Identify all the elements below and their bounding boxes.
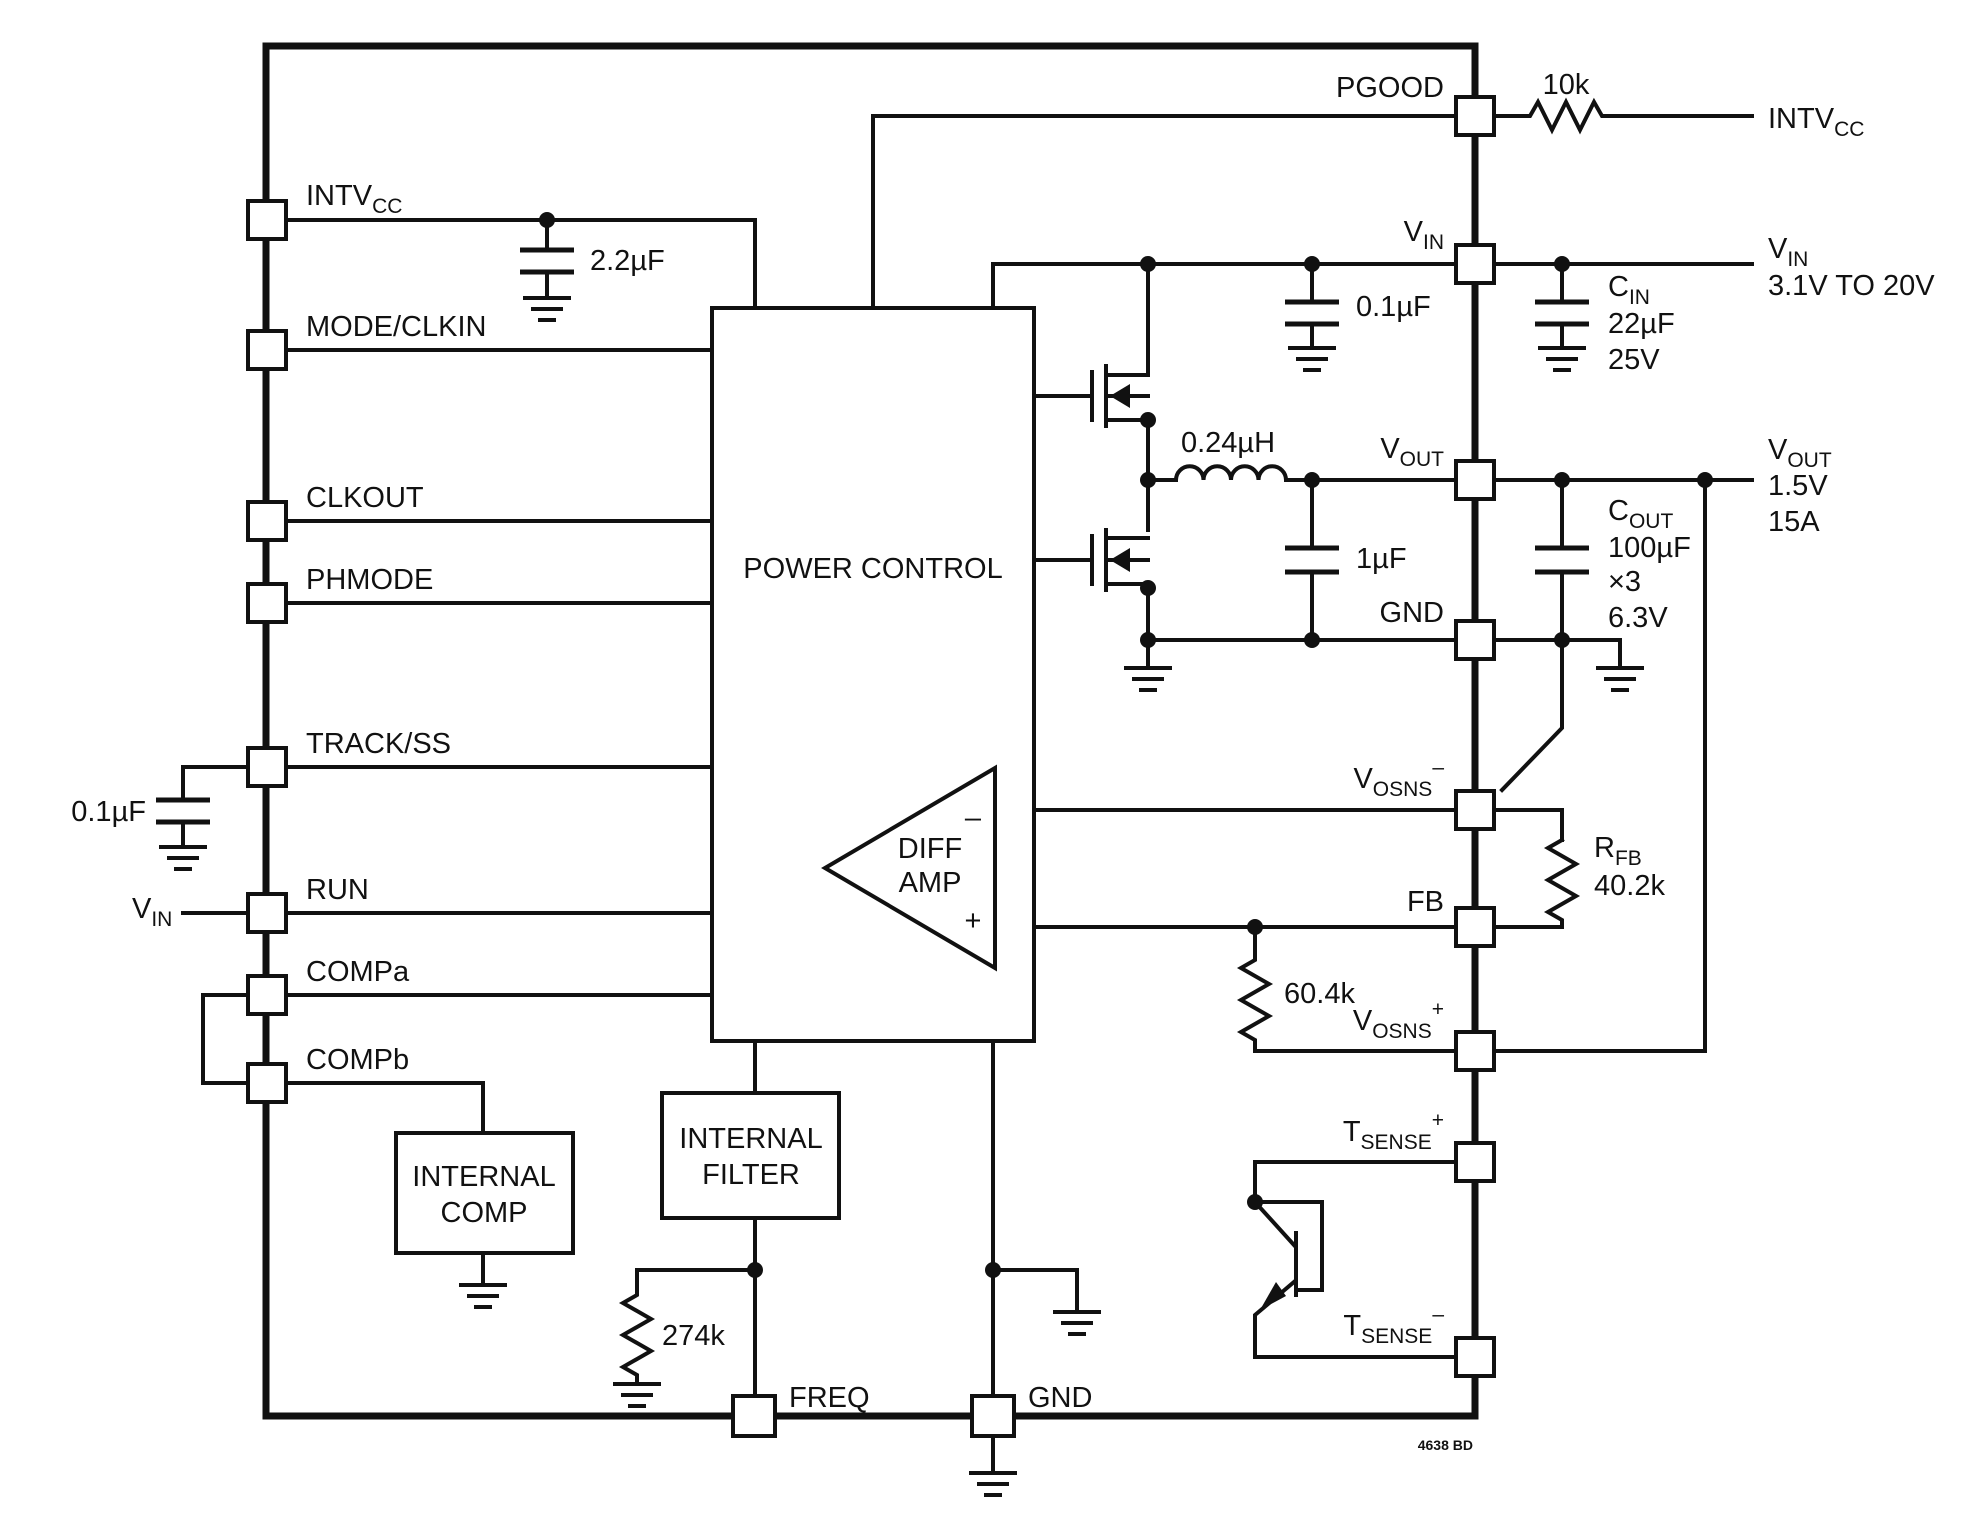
internal-comp-block [394, 1131, 575, 1255]
pin-label-clkout: CLKOUT [306, 482, 424, 514]
label-r-604: 60.4k [1284, 978, 1355, 1010]
diff-amp-plus: + [965, 905, 982, 937]
label-c-intvcc: 2.2µF [590, 245, 665, 277]
ground-icon [1538, 346, 1586, 372]
ext-label-vout-voltage: 1.5V [1768, 470, 1828, 502]
pin-label-gnd-right: GND [1380, 597, 1444, 629]
label-c-in-voltage: 25V [1608, 344, 1660, 376]
label-inductor: 0.24µH [1181, 427, 1275, 459]
pin-label-fb: FB [1407, 886, 1444, 918]
ground-icon [1596, 666, 1644, 692]
capacitors [156, 247, 1589, 825]
ext-label-run-vin: VIN [132, 893, 172, 931]
pin-label-vosns-minus: VOSNS– [1353, 756, 1444, 801]
internal-filter-label-2: FILTER [702, 1159, 800, 1191]
tsense-transistor-icon [1260, 1231, 1298, 1310]
pin-label-intvcc: INTVCC [306, 180, 402, 218]
label-c-out-count: ×3 [1608, 566, 1641, 598]
pin-label-vin: VIN [1404, 216, 1444, 254]
label-c-in-value: 22µF [1608, 308, 1675, 340]
pin-label-phmode: PHMODE [306, 564, 433, 596]
pin-label-tsense-plus: TSENSE+ [1343, 1109, 1444, 1154]
diff-amp-triangle [821, 764, 997, 972]
ground-icon [523, 296, 571, 322]
pin-label-vosns-plus: VOSNS+ [1353, 998, 1444, 1043]
internal-filter-label-1: INTERNAL [679, 1123, 822, 1155]
label-r-pgood: 10k [1543, 69, 1590, 101]
ground-icon [1053, 1310, 1101, 1336]
pin-label-compb: COMPb [306, 1044, 409, 1076]
internal-comp-label-1: INTERNAL [412, 1161, 555, 1193]
internal-filter-block [660, 1091, 841, 1220]
module-outline [262, 42, 1479, 1420]
ext-label-vout-current: 15A [1768, 506, 1820, 538]
label-r-freq: 274k [662, 1320, 725, 1352]
mosfet-top-icon [1090, 262, 1150, 428]
figure-id: 4638 BD [1418, 1437, 1473, 1453]
ext-label-vin-range: 3.1V TO 20V [1768, 270, 1935, 302]
label-c-vin-int: 0.1µF [1356, 291, 1431, 323]
label-r-fb: RFB [1594, 832, 1642, 870]
label-c-in: CIN [1608, 271, 1650, 309]
ext-label-vin: VIN [1768, 233, 1808, 271]
mosfet-bottom-icon [1090, 528, 1150, 592]
ground-icon [1124, 666, 1172, 692]
ground-icon [613, 1382, 661, 1408]
label-r-fb-value: 40.2k [1594, 870, 1665, 902]
junctions [539, 212, 1713, 1278]
power-control-label: POWER CONTROL [743, 553, 1002, 585]
ground-icon [459, 1283, 507, 1309]
ground-symbols [159, 296, 1644, 1497]
ground-icon [1288, 346, 1336, 372]
label-c-1u: 1µF [1356, 543, 1407, 575]
pin-label-vout: VOUT [1380, 433, 1444, 471]
ext-label-vout: VOUT [1768, 434, 1832, 472]
pin-label-mode-clkin: MODE/CLKIN [306, 311, 486, 343]
pin-label-track-ss: TRACK/SS [306, 728, 451, 760]
diff-amp-label-1: DIFF [898, 833, 962, 865]
ground-icon [159, 845, 207, 871]
label-c-out-value: 100µF [1608, 532, 1691, 564]
diff-amp-label-2: AMP [899, 867, 962, 899]
inductor-coil [1173, 464, 1289, 483]
pin-label-pgood: PGOOD [1336, 72, 1444, 104]
pin-label-tsense-minus: TSENSE– [1343, 1303, 1444, 1348]
label-c-out: COUT [1608, 495, 1673, 533]
ground-icon [969, 1471, 1017, 1497]
pin-label-compa: COMPa [306, 956, 410, 988]
ext-label-intvcc: INTVCC [1768, 103, 1864, 141]
label-c-ss: 0.1µF [71, 796, 146, 828]
label-c-out-voltage: 6.3V [1608, 602, 1668, 634]
pins [246, 95, 1496, 1438]
internal-comp-label-2: COMP [441, 1197, 528, 1229]
pin-label-run: RUN [306, 874, 369, 906]
pin-label-freq: FREQ [789, 1382, 870, 1414]
pin-label-gnd-bottom: GND [1028, 1382, 1092, 1414]
diff-amp-minus: – [965, 802, 982, 834]
